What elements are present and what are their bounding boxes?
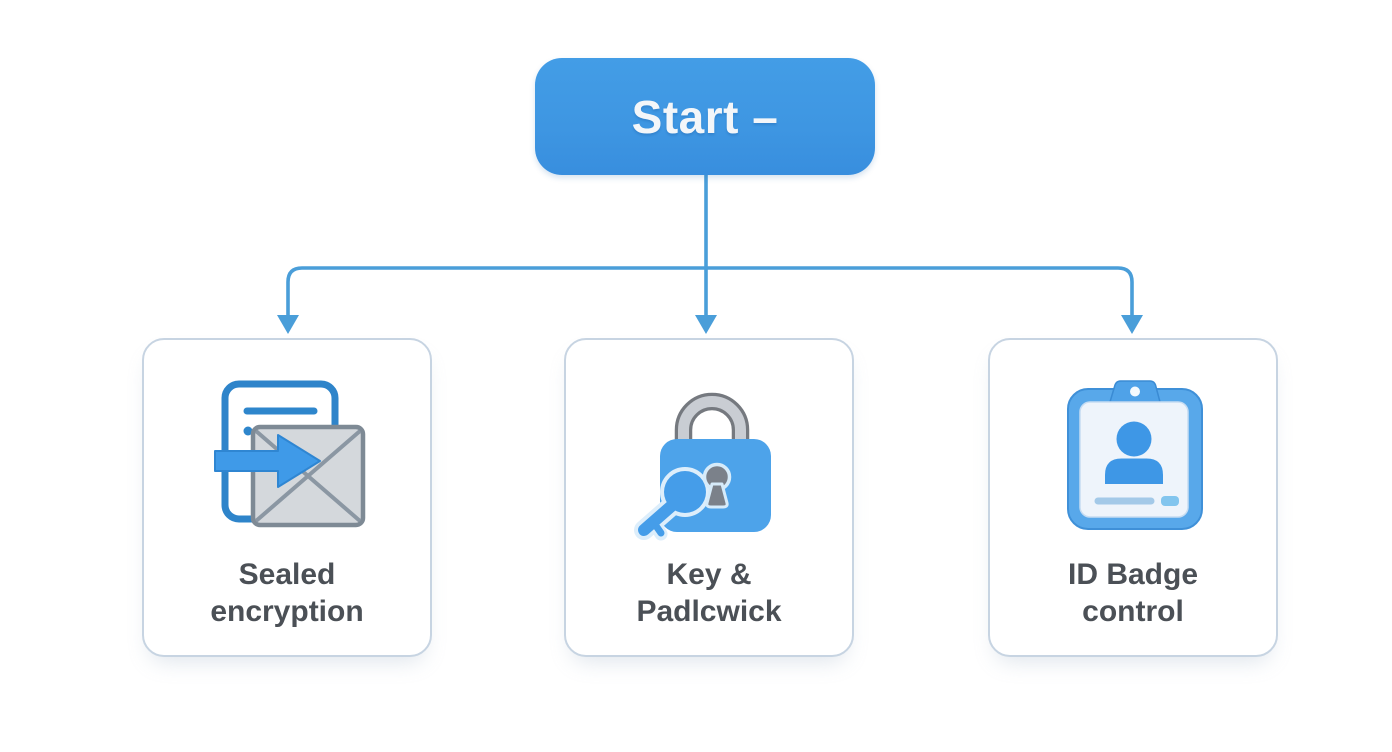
card-label-line: Key & — [666, 558, 752, 591]
card-key-padlock[interactable]: Key & Padlcwick — [564, 338, 854, 657]
document-envelope-arrow-icon — [202, 380, 372, 540]
connector-right-drop — [1117, 266, 1134, 316]
card-id-badge[interactable]: ID Badge control — [988, 338, 1278, 657]
id-badge-icon — [1048, 380, 1218, 550]
card-label-line: ID Badge — [1067, 558, 1199, 591]
start-node[interactable]: Start – — [535, 58, 875, 175]
card-label-line: encryption — [210, 595, 364, 628]
card-label: Sealed encryption — [144, 556, 430, 630]
card-label: Key & Padlcwick — [566, 556, 852, 630]
card-label: ID Badge control — [990, 556, 1276, 630]
arrowhead-left — [277, 315, 299, 334]
start-node-label: Start – — [631, 90, 779, 143]
key-padlock-icon — [624, 380, 794, 550]
connector-left-drop — [286, 266, 303, 316]
arrowhead-center — [695, 315, 717, 334]
card-sealed-encryption[interactable]: Sealed encryption — [142, 338, 432, 657]
card-label-line: Padlcwick — [636, 595, 782, 628]
card-label-line: control — [1082, 595, 1184, 628]
arrowhead-right — [1121, 315, 1143, 334]
card-label-line: Sealed — [238, 558, 336, 591]
